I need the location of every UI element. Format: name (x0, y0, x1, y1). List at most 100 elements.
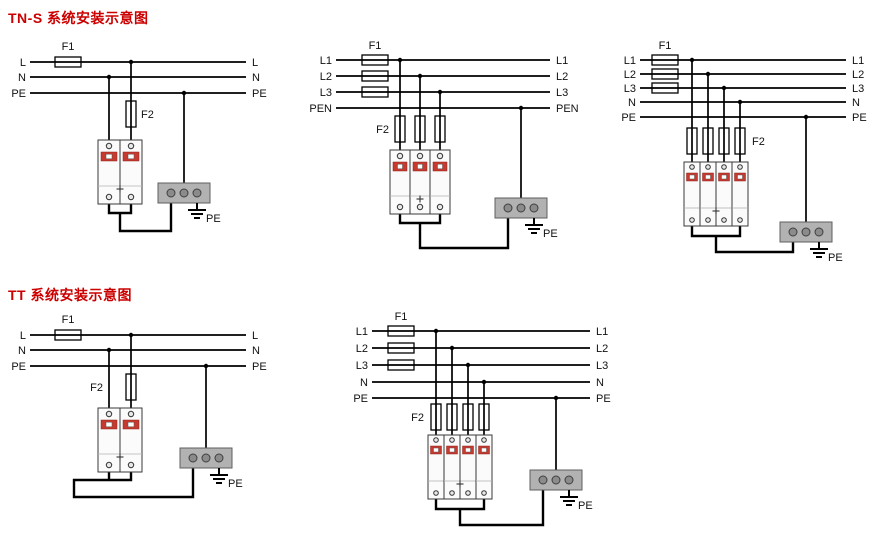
line-label-left: L2 (624, 69, 636, 81)
earth-return-wire (690, 226, 795, 254)
fuse-f2-label: F2 (376, 124, 389, 136)
spd-module (97, 407, 121, 473)
terminal-hole (192, 188, 202, 198)
junction-dot (518, 105, 524, 111)
terminal-hole (188, 453, 198, 463)
spd-device (427, 434, 493, 500)
junction-dot (128, 332, 134, 338)
diagram-tns-three-phase-pen: L1 L2 L3 PEN L1 L2 L3 PEN F1 F2 PE (309, 40, 579, 250)
line-label-right: PEN (556, 103, 579, 115)
spd-device (389, 149, 451, 215)
line-label-right: L (252, 57, 258, 69)
pe-ground-label: PE (578, 500, 593, 512)
pe-terminal-bar (779, 221, 833, 243)
line-label-right: N (852, 97, 860, 109)
junction-dot (203, 363, 209, 369)
junction-dot (437, 89, 443, 95)
earth-ground-icon (559, 489, 579, 506)
junction-dot (465, 362, 471, 368)
spd-module (459, 434, 477, 500)
line-label-left: N (18, 345, 26, 357)
junction-dot (397, 57, 403, 63)
section-title-tns: TN-S 系统安装示意图 (8, 10, 149, 26)
supply-lines (640, 59, 846, 118)
spd-module (427, 434, 445, 500)
line-label-left: L3 (320, 87, 332, 99)
line-label-right: N (596, 377, 604, 389)
terminal-hole (214, 453, 224, 463)
line-label-right: L3 (852, 83, 864, 95)
fuse-f2-label: F2 (411, 412, 424, 424)
terminal-hole (538, 475, 548, 485)
supply-lines (30, 334, 246, 367)
spd-module (699, 161, 717, 227)
junction-dot (417, 73, 423, 79)
line-label-left: L1 (356, 326, 368, 338)
line-label-left: N (628, 97, 636, 109)
line-label-left: L3 (356, 360, 368, 372)
line-label-right: PE (852, 112, 867, 124)
line-label-right: N (252, 72, 260, 84)
fuse-f2-label: F2 (752, 136, 765, 148)
diagram-tns-three-phase-n-pe: L1 L2 L3 N PE L1 L2 L3 N PE F1 F2 PE (621, 40, 866, 264)
earth-return-wire (107, 203, 173, 233)
spd-module (683, 161, 701, 227)
terminal-hole (201, 453, 211, 463)
line-label-left: L1 (320, 55, 332, 67)
spd-module (715, 161, 733, 227)
diagram-tns-single-phase: L N PE L N PE F1 F2 PE (11, 41, 267, 233)
pe-ground-label: PE (228, 478, 243, 490)
junction-dot (449, 345, 455, 351)
spd-module (119, 407, 143, 473)
pe-terminal-bar (157, 182, 211, 204)
terminal-hole (529, 203, 539, 213)
junction-dot (106, 347, 112, 353)
terminal-hole (788, 227, 798, 237)
earth-ground-icon (809, 241, 829, 258)
spd-device (97, 407, 143, 473)
fuse-f2-label: F2 (90, 382, 103, 394)
earth-ground-icon (187, 202, 207, 219)
line-label-left: L1 (624, 55, 636, 67)
line-label-left: L2 (356, 343, 368, 355)
drop-wires (108, 335, 207, 448)
line-label-right: L1 (596, 326, 608, 338)
line-label-left: N (360, 377, 368, 389)
line-label-right: L2 (556, 71, 568, 83)
line-label-left: L2 (320, 71, 332, 83)
earth-return-wire (434, 490, 545, 527)
section-title-tt: TT 系统安装示意图 (8, 287, 132, 303)
junction-dot (181, 90, 187, 96)
line-label-right: L1 (852, 55, 864, 67)
junction-dot (689, 57, 695, 63)
terminal-hole (166, 188, 176, 198)
terminal-hole (516, 203, 526, 213)
pe-ground-label: PE (206, 213, 221, 225)
fuse-f1-label: F1 (659, 40, 672, 52)
drop-wires (399, 60, 522, 198)
line-label-left: L3 (624, 83, 636, 95)
line-label-right: PE (252, 88, 267, 100)
junction-dot (481, 379, 487, 385)
fuse-f1-label: F1 (395, 311, 408, 323)
line-label-left: PE (353, 393, 368, 405)
pe-terminal-bar (179, 447, 233, 469)
earth-return-wire (72, 468, 195, 499)
junction-dot (705, 71, 711, 77)
spd-module (429, 149, 451, 215)
earth-return-wire (398, 214, 510, 250)
spd-device (97, 139, 143, 205)
pe-terminal-bar (529, 469, 583, 491)
spd-module (443, 434, 461, 500)
line-label-left: PE (621, 112, 636, 124)
junction-dot (737, 99, 743, 105)
diagram-tt-single-phase: L N PE L N PE F1 F2 PE (11, 314, 267, 499)
fuse-f1-label: F1 (62, 41, 75, 53)
spd-module (389, 149, 411, 215)
line-label-right: L (252, 330, 258, 342)
junction-dot (433, 328, 439, 334)
line-label-right: PE (596, 393, 611, 405)
drop-wires (691, 60, 807, 222)
supply-lines (336, 59, 550, 109)
